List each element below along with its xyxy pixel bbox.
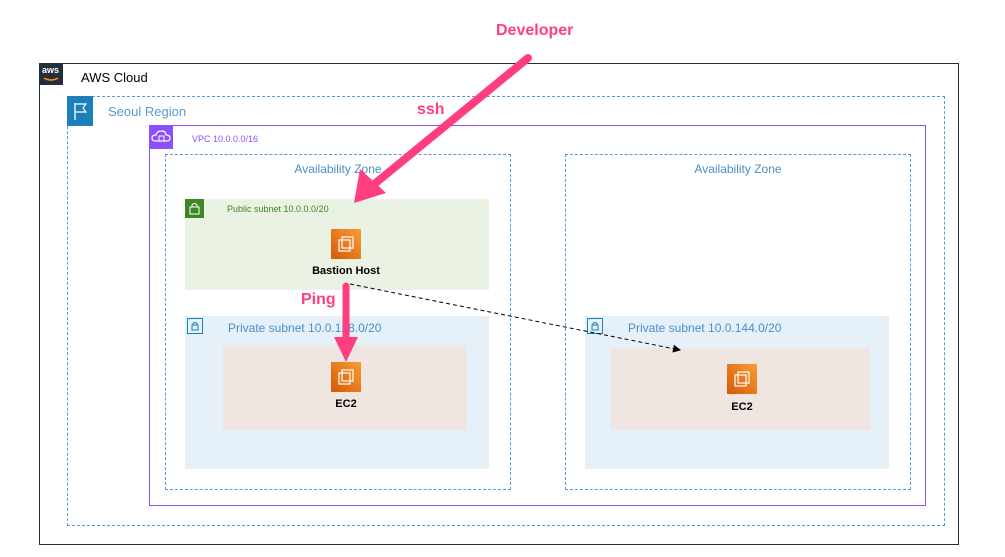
aws-cloud-label: AWS Cloud (81, 70, 148, 85)
ec2-right-label: EC2 (731, 401, 753, 413)
aws-logo-text: aws (42, 65, 60, 75)
ec2-instance-icon (727, 364, 757, 394)
vpc-label: VPC 10.0.0.0/16 (192, 134, 259, 144)
bastion-host-label: Bastion Host (312, 265, 380, 277)
ec2-left-label: EC2 (335, 398, 357, 410)
vpc-group (149, 125, 926, 506)
developer-annotation: Developer (496, 22, 574, 39)
ssh-annotation: ssh (417, 101, 445, 118)
lock-icon (185, 199, 204, 218)
dashed-connection (349, 283, 681, 353)
ec2-instance-icon (331, 362, 361, 392)
ping-arrow (334, 282, 358, 362)
private-subnet-right-label: Private subnet 10.0.144.0/20 (628, 321, 782, 335)
availability-zone-right-label: Availability Zone (694, 162, 782, 176)
vpc-cloud-lock-icon (149, 125, 173, 149)
public-subnet-label: Public subnet 10.0.0.0/20 (227, 204, 329, 214)
ping-annotation: Ping (301, 291, 336, 308)
lock-icon (187, 318, 203, 334)
flag-icon (67, 96, 93, 126)
lock-icon (587, 318, 603, 334)
availability-zone-left (165, 154, 511, 490)
aws-cloud-group (39, 63, 959, 545)
aws-logo-icon: aws (39, 63, 63, 85)
availability-zone-right (565, 154, 911, 490)
ec2-instance-icon (331, 229, 361, 259)
region-label: Seoul Region (108, 104, 187, 119)
ssh-arrow (354, 54, 532, 203)
region-group (67, 96, 945, 526)
